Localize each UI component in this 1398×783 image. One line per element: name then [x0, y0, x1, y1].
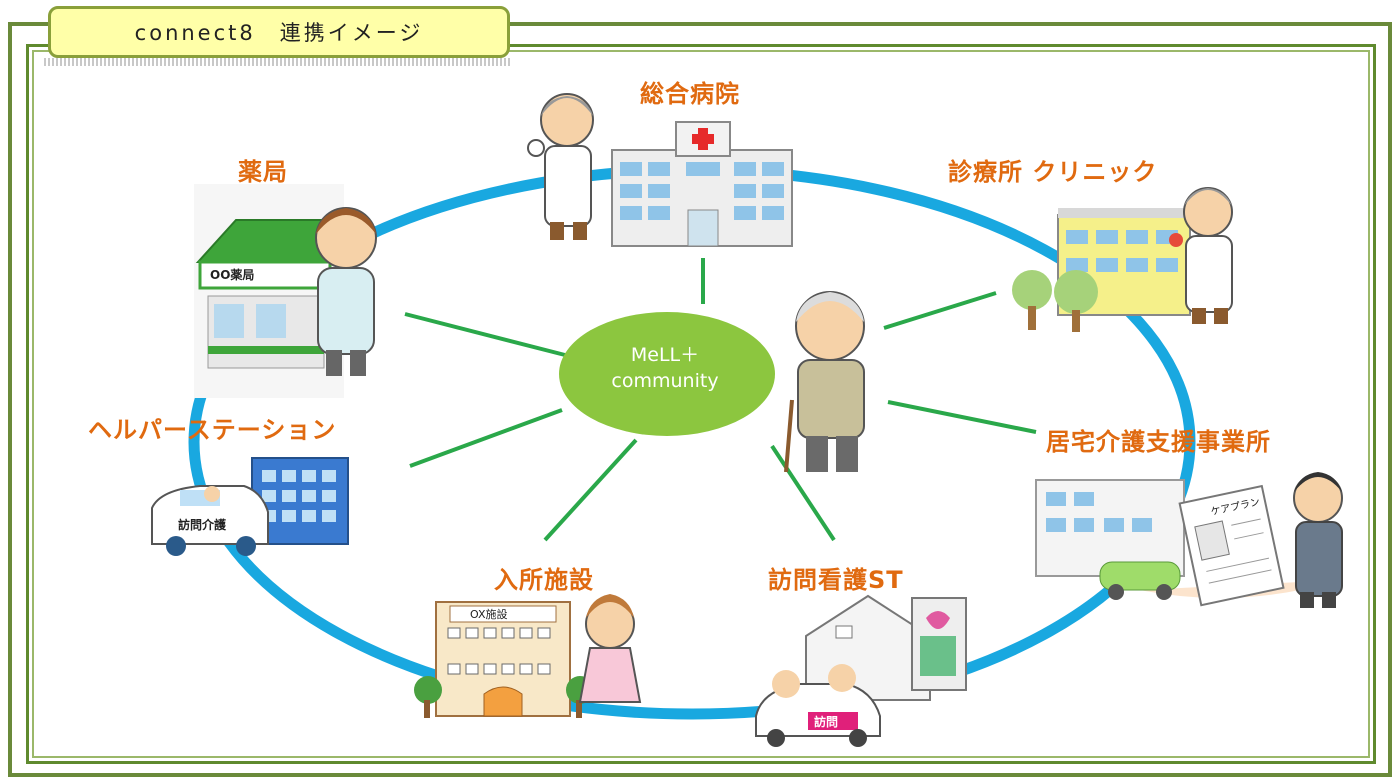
label-nursing: 訪問看護ST — [768, 566, 904, 594]
spoke-clinic — [883, 291, 997, 330]
spoke-helper — [409, 408, 563, 468]
hospital-illustration — [527, 93, 793, 247]
helper-car-sign: 訪問介護 — [178, 518, 227, 532]
pharmacy-illustration — [194, 184, 377, 398]
label-facility: 入所施設 — [494, 566, 594, 594]
nursing-car-sign: 訪問 — [814, 715, 839, 729]
hub-label: MeLL＋ community — [560, 342, 770, 394]
spoke-pharmacy — [404, 312, 566, 357]
label-hospital: 総合病院 — [640, 80, 740, 108]
pharmacy-sign: OO薬局 — [210, 268, 255, 282]
spoke-facility — [543, 438, 638, 542]
helper-station-illustration — [151, 457, 349, 556]
spokes — [404, 258, 1037, 542]
nursing-illustration — [755, 594, 967, 747]
title-tab-shadow — [44, 58, 510, 66]
label-clinic: 診療所 クリニック — [948, 158, 1158, 186]
hub-ellipse — [559, 312, 775, 436]
hub-label-line2: community — [611, 370, 719, 392]
facility-illustration — [414, 594, 642, 718]
label-pharmacy: 薬局 — [238, 158, 288, 186]
label-care-support: 居宅介護支援事業所 — [1046, 428, 1271, 456]
label-helper-station: ヘルパーステーション — [88, 416, 337, 444]
page-title: connect8 連携イメージ — [134, 21, 424, 45]
facility-sign: OX施設 — [470, 608, 508, 621]
clinic-illustration — [1012, 187, 1233, 332]
inner-frame-border — [32, 50, 1370, 758]
care-support-illustration — [1035, 472, 1343, 608]
spoke-nursing — [770, 444, 836, 542]
title-tab: connect8 連携イメージ — [48, 6, 510, 58]
spoke-care-support — [887, 400, 1037, 434]
elderly-patient-illustration — [784, 291, 865, 473]
hub-label-line1: MeLL＋ — [630, 344, 700, 366]
